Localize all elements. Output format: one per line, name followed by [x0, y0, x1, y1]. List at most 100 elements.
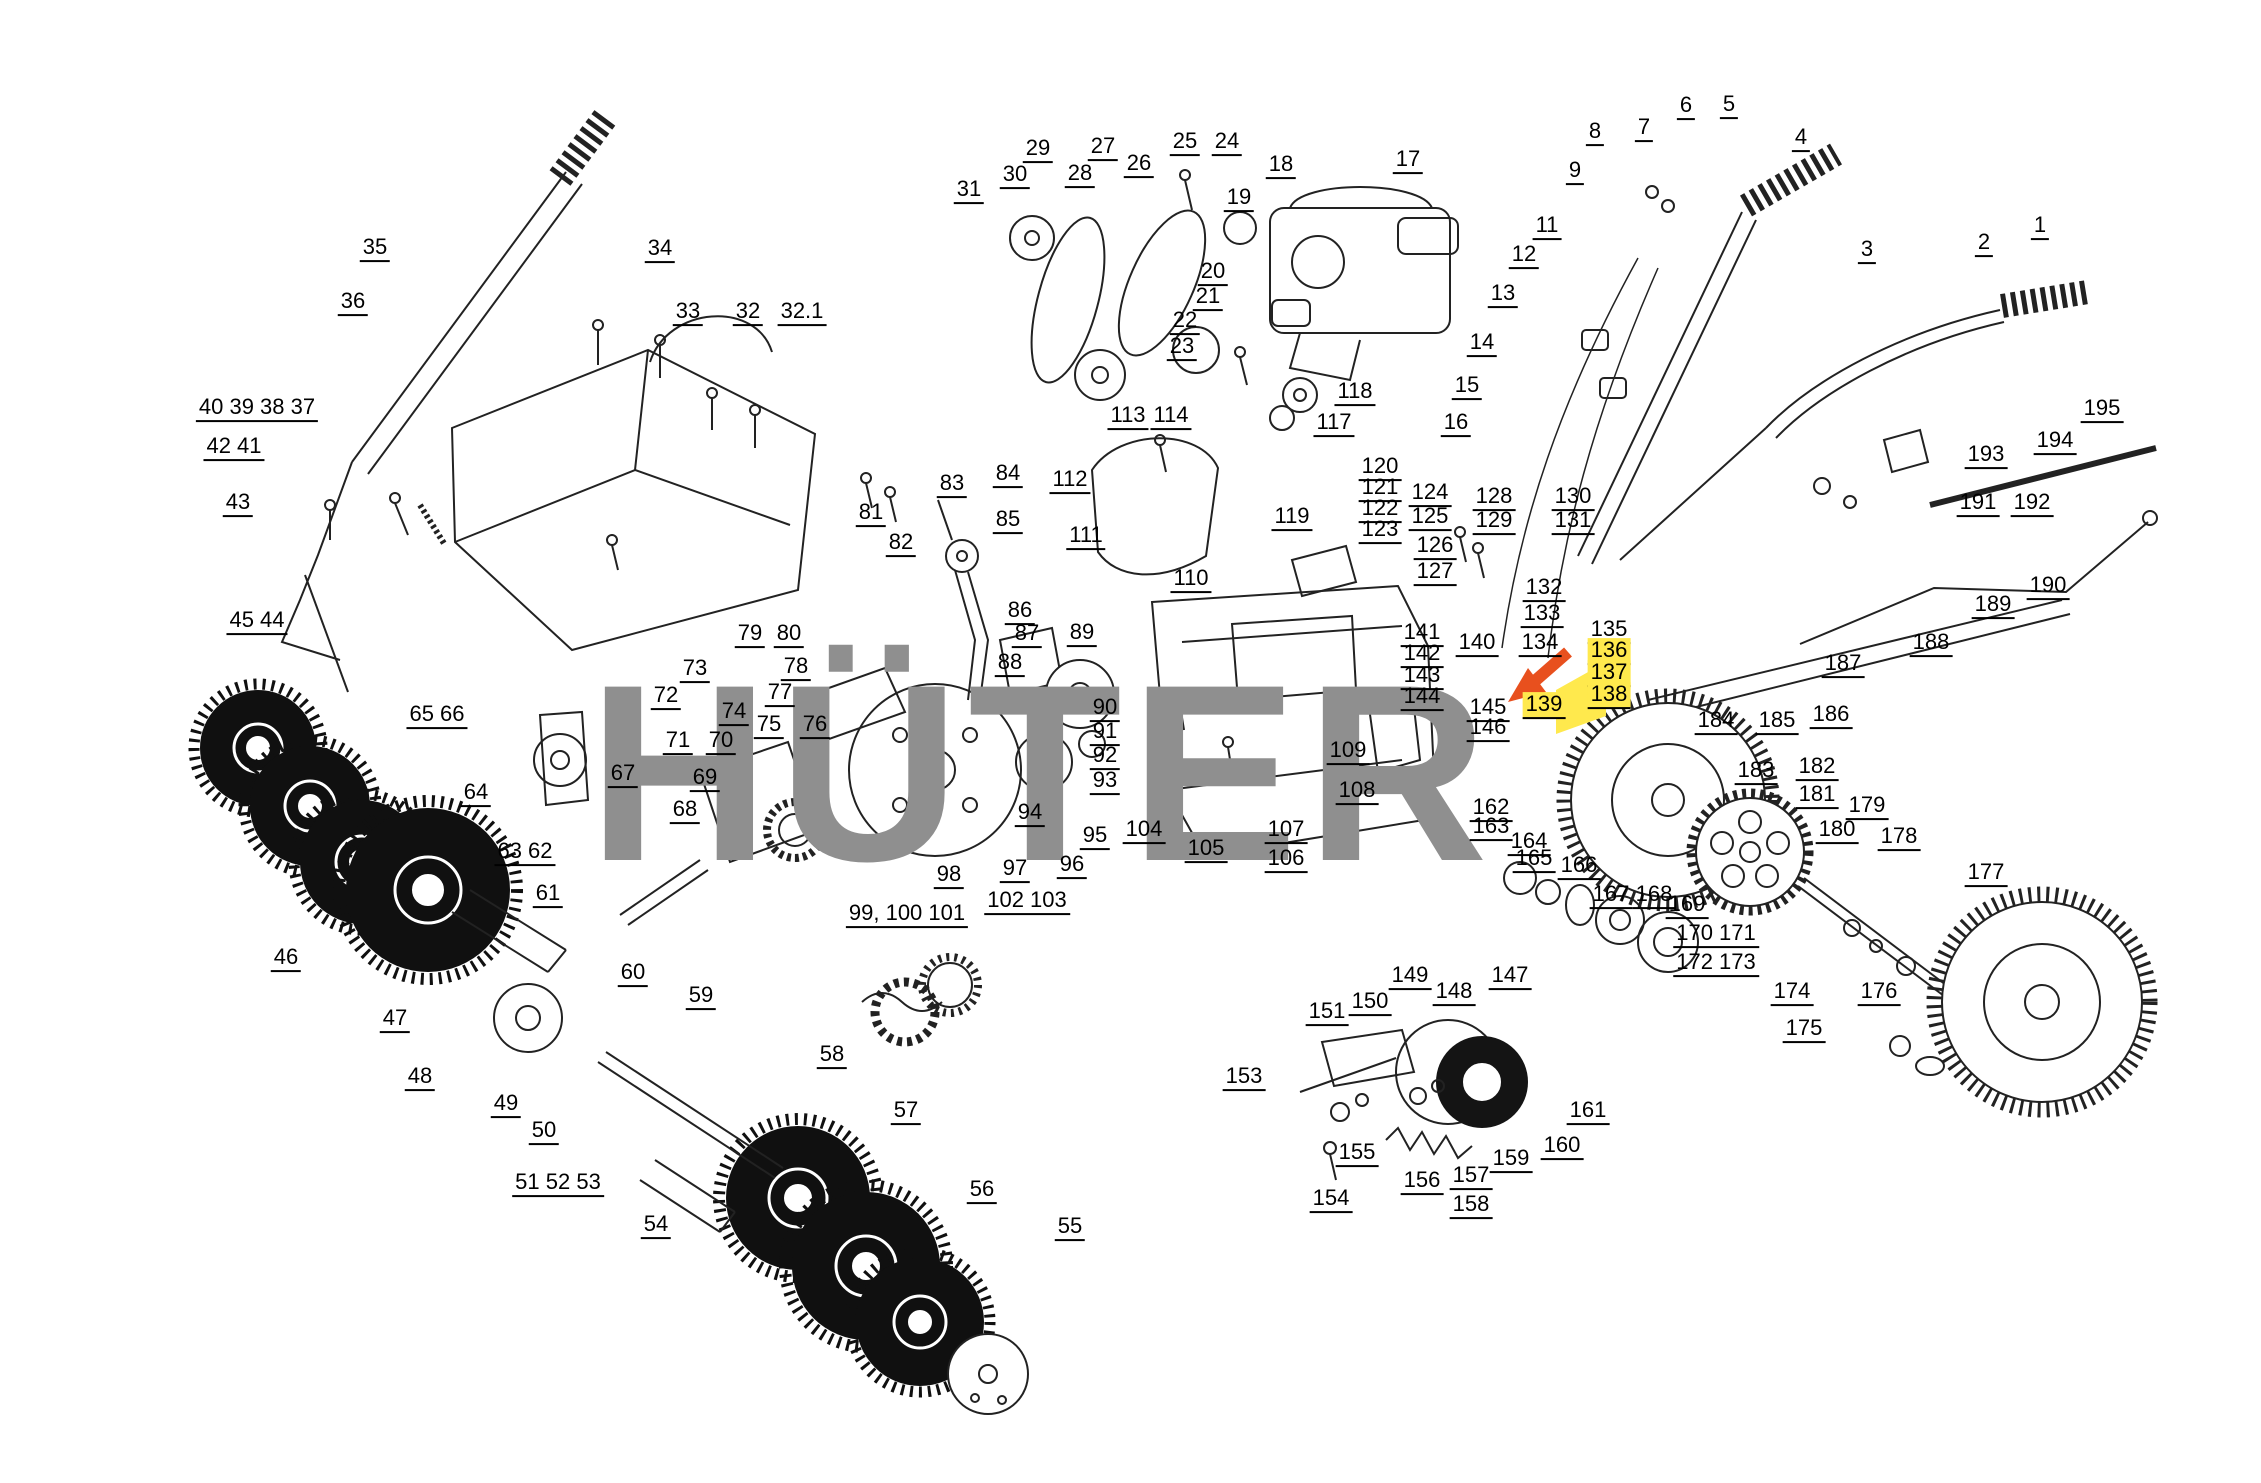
part-label-43: 43 [222, 490, 254, 518]
part-label-141: 141 [1400, 620, 1444, 648]
part-label-149: 149 [1388, 963, 1432, 991]
part-label-48: 48 [404, 1064, 436, 1092]
part-label-105: 105 [1184, 836, 1228, 864]
part-label-175: 175 [1782, 1016, 1826, 1044]
part-label-45-44: 45 44 [226, 608, 288, 636]
part-label-42-41: 42 41 [203, 434, 265, 462]
part-label-121: 121 [1358, 475, 1402, 503]
part-label-154: 154 [1309, 1186, 1353, 1214]
part-label-110: 110 [1170, 566, 1212, 594]
part-label-180: 180 [1815, 817, 1859, 845]
part-label-59: 59 [685, 983, 717, 1011]
part-label-163: 163 [1469, 814, 1513, 842]
part-label-70: 70 [705, 728, 737, 756]
part-label-174: 174 [1770, 979, 1814, 1007]
part-label-11: 11 [1532, 213, 1562, 241]
part-label-109: 109 [1326, 738, 1370, 766]
part-label-75: 75 [753, 712, 785, 740]
part-label-158: 158 [1449, 1192, 1493, 1220]
part-label-27: 27 [1087, 134, 1119, 162]
part-label-80: 80 [773, 621, 805, 649]
part-label-123: 123 [1358, 517, 1402, 545]
part-label-90: 90 [1089, 695, 1121, 723]
part-label-87: 87 [1011, 621, 1043, 649]
part-label-88: 88 [994, 650, 1026, 678]
part-label-145: 145 [1466, 695, 1510, 723]
part-label-108: 108 [1335, 778, 1379, 806]
part-label-96: 96 [1056, 852, 1088, 880]
part-label-33: 33 [672, 299, 704, 327]
part-label-120: 120 [1358, 454, 1402, 482]
part-label-126: 126 [1413, 533, 1457, 561]
part-label-122: 122 [1358, 496, 1402, 524]
part-label-73: 73 [679, 656, 711, 684]
part-label-3: 3 [1857, 237, 1877, 265]
part-label-184: 184 [1694, 708, 1738, 736]
part-label-177: 177 [1964, 860, 2008, 888]
part-label-165: 165 [1512, 846, 1556, 874]
part-label-99-100-101: 99, 100 101 [845, 901, 969, 929]
part-label-9: 9 [1565, 158, 1585, 186]
part-label-35: 35 [359, 235, 391, 263]
part-label-83: 83 [936, 471, 968, 499]
part-label-32.1: 32.1 [777, 299, 827, 327]
part-label-93: 93 [1089, 768, 1121, 796]
part-label-25: 25 [1169, 129, 1201, 157]
part-label-78: 78 [780, 654, 812, 682]
part-label-176: 176 [1857, 979, 1901, 1007]
part-label-162: 162 [1469, 795, 1513, 823]
part-label-178: 178 [1877, 824, 1921, 852]
part-label-20: 20 [1197, 259, 1229, 287]
part-label-111: 111 [1066, 523, 1106, 551]
part-label-125: 125 [1408, 504, 1452, 532]
part-label-188: 188 [1909, 630, 1953, 658]
part-label-60: 60 [617, 960, 649, 988]
part-label-29: 29 [1022, 136, 1054, 164]
part-label-84: 84 [992, 461, 1024, 489]
part-label-22: 22 [1169, 308, 1201, 336]
part-label-67: 67 [607, 761, 639, 789]
part-label-13: 13 [1487, 281, 1519, 309]
part-label-187: 187 [1821, 651, 1865, 679]
part-label-36: 36 [337, 289, 369, 317]
part-label-54: 54 [640, 1212, 672, 1240]
part-label-89: 89 [1066, 620, 1098, 648]
part-label-68: 68 [669, 797, 701, 825]
part-label-151: 151 [1305, 999, 1349, 1027]
part-label-46: 46 [270, 945, 302, 973]
part-label-92: 92 [1089, 743, 1121, 771]
part-label-155: 155 [1335, 1140, 1379, 1168]
part-label-14: 14 [1466, 330, 1498, 358]
part-label-146: 146 [1466, 715, 1510, 743]
part-label-147: 147 [1488, 963, 1532, 991]
part-label-32: 32 [732, 299, 764, 327]
part-label-12: 12 [1508, 242, 1540, 270]
part-label-104: 104 [1122, 817, 1166, 845]
part-label-34: 34 [644, 236, 676, 264]
part-label-195: 195 [2080, 396, 2124, 424]
part-label-124: 124 [1408, 480, 1452, 508]
part-label-153: 153 [1222, 1064, 1266, 1092]
part-label-133: 133 [1520, 601, 1564, 629]
part-label-71: 71 [662, 728, 694, 756]
part-label-81: 81 [855, 500, 887, 528]
part-label-15: 15 [1451, 373, 1483, 401]
part-label-24: 24 [1211, 129, 1243, 157]
part-label-181: 181 [1795, 782, 1839, 810]
part-label-77: 77 [764, 680, 796, 708]
part-label-57: 57 [890, 1098, 922, 1126]
part-label-95: 95 [1079, 823, 1111, 851]
part-label-106: 106 [1264, 846, 1308, 874]
part-label-7: 7 [1634, 115, 1654, 143]
part-label-49: 49 [490, 1091, 522, 1119]
part-label-51-52-53: 51 52 53 [512, 1170, 604, 1198]
part-label-97: 97 [999, 856, 1031, 884]
part-label-98: 98 [933, 862, 965, 890]
part-label-50: 50 [528, 1118, 560, 1146]
part-label-65-66: 65 66 [406, 702, 468, 730]
part-label-55: 55 [1054, 1214, 1086, 1242]
part-label-161: 161 [1566, 1098, 1610, 1126]
part-label-167: 167 [1589, 882, 1633, 910]
